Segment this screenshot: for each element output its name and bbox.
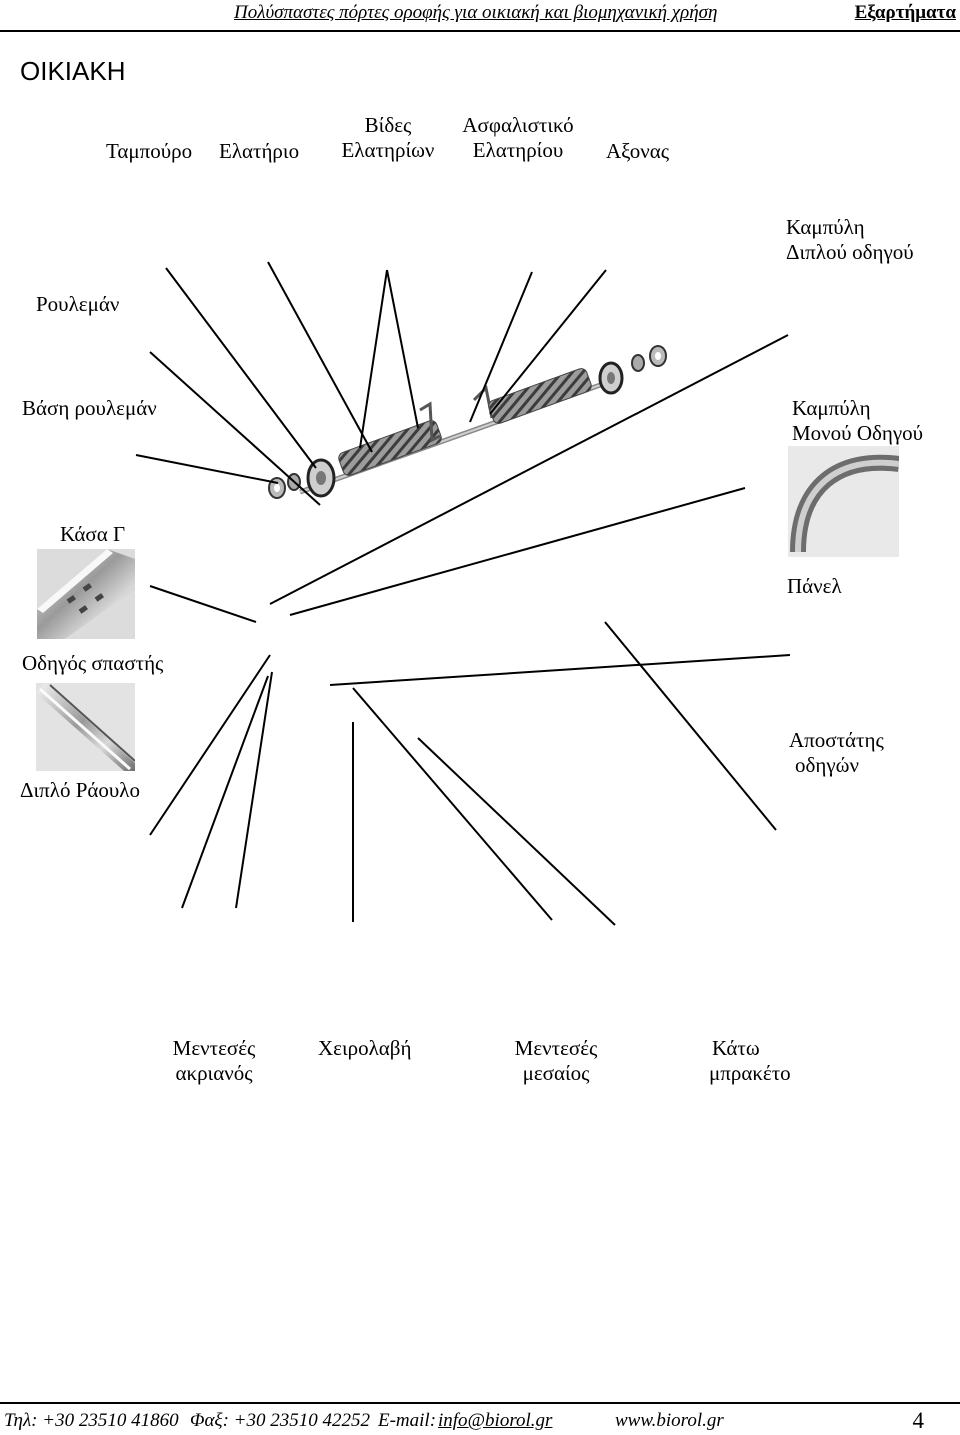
footer-website[interactable]: www.biorol.gr — [615, 1410, 724, 1431]
label-axonas: Αξονας — [606, 139, 670, 163]
section-title: ΟΙΚΙΑΚΗ — [20, 56, 126, 86]
footer-phone: Τηλ: +30 23510 41860 — [4, 1410, 179, 1431]
label-vasi-roulema: Βάση ρουλεμάν — [22, 396, 157, 420]
label-kampyli-monou-odigou: Καμπύλη Μονού Οδηγού — [792, 396, 924, 445]
label-odigos-spastis: Οδηγός σπαστής — [22, 651, 164, 675]
label-mentesés-akrianos: Μεντεσές ακριανός — [172, 1036, 256, 1085]
label-diplo-raoulo: Διπλό Ράουλο — [20, 778, 140, 802]
label-apostatis-odigon: Αποστάτης οδηγών — [789, 728, 884, 777]
leader-lines — [135, 261, 791, 926]
label-asfalistiko-elatiriou: Ασφαλιστικό Ελατηρίου — [462, 113, 574, 162]
footer-email-link[interactable]: info@biorol.gr — [438, 1410, 552, 1432]
label-roulema: Ρουλεμάν — [36, 292, 120, 316]
email-link[interactable]: info@biorol.gr — [438, 1410, 553, 1431]
label-xeirolavi: Χειρολαβή — [318, 1036, 412, 1060]
document-header-section: Εξαρτήματα — [854, 2, 956, 23]
label-kampyli-diplou-odigou: Καμπύλη Διπλού οδηγού — [786, 215, 914, 264]
shaft-assembly-illustration — [268, 345, 667, 499]
footer-divider — [0, 1402, 960, 1404]
label-kasa-g: Κάσα Γ — [60, 522, 126, 546]
page-number: 4 — [912, 1408, 925, 1433]
label-vides-elatirion: Βίδες Ελατηρίων — [341, 113, 435, 162]
label-elatirio: Ελατήριο — [219, 139, 300, 163]
curve-single-guide-photo — [788, 446, 899, 557]
label-tampouro: Ταμπούρο — [106, 139, 193, 163]
footer-email-label: E-mail: — [378, 1410, 437, 1431]
casa-g-photo — [37, 549, 135, 639]
footer-fax: Φαξ: +30 23510 42252 — [190, 1410, 370, 1431]
label-panel: Πάνελ — [787, 574, 842, 598]
label-kato-mpraketo: Κάτω μπρακέτο — [709, 1036, 791, 1085]
label-mentesés-mesaios: Μεντεσές μεσαίος — [514, 1036, 598, 1085]
guide-rail-photo — [36, 683, 135, 771]
header-divider — [0, 30, 960, 32]
document-header-title: Πολύσπαστες πόρτες οροφής για οικιακή κα… — [234, 2, 718, 23]
